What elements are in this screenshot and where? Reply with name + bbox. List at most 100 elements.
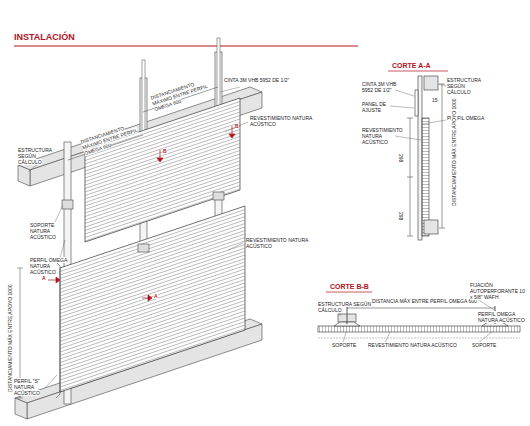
callout-label: PERFIL OMEGA NATURA ACÚSTICO (30, 258, 70, 275)
slat-line (60, 252, 245, 314)
callout-label: ESTRUCTURA SEGÚN CÁLCULO (318, 302, 378, 314)
callout-label: DISTANCIAMIENTO MÁX ENTRE APOYO 1000 (8, 284, 14, 392)
label-text: PERFIL OMEGA NATURA ACÚSTICO (478, 311, 525, 323)
label-text: SOPORTE (332, 342, 356, 348)
label-text: SOPORTE NATURA ACÚSTICO (30, 222, 56, 240)
panel-slats (60, 102, 245, 391)
callout-label: REVESTIMIENTO NATURA ACÚSTICO (368, 343, 458, 349)
label-text: ESTRUCTURA SEGÚN CÁLCULO (318, 301, 371, 313)
slat-line (60, 213, 245, 275)
slat-line (60, 280, 245, 342)
slat-line (60, 220, 245, 282)
slat-line (60, 241, 245, 303)
label-text: REVESTIMIENTO NATURA ACÚSTICO (362, 127, 403, 145)
slat-line (60, 315, 245, 377)
callout-label: ESTRUCTURA SEGÚN CÁLCULO (447, 78, 487, 95)
slat-line (85, 158, 240, 210)
label-text: 298 (398, 154, 404, 162)
slat-line (60, 318, 245, 380)
label-text: B (163, 148, 167, 154)
callout-label: CINTA 3M VHB 5952 DE 1/2" (362, 82, 402, 94)
slat-line (60, 234, 245, 296)
slat-line (60, 217, 245, 279)
section-rule (388, 71, 448, 72)
label-text: DISTANCIAMIENTO MÁX ENTRE APOYO 1000 (7, 284, 13, 392)
callout-label: REVESTIMIENTO NATURA ACÚSTICO (250, 116, 320, 128)
slat-line (60, 329, 245, 391)
callout-label: FIJACIÓN AUTOPERFORANTE 10 x 5/8" WAFH (470, 283, 526, 300)
slat-line (60, 308, 245, 370)
section-rule (326, 292, 372, 293)
label-text: CINTA 3M VHB 5952 DE 1/2" (362, 81, 396, 93)
section-title: CORTE A-A (392, 62, 452, 70)
section-marker: A (42, 276, 52, 282)
label-text: PANEL DE AJUSTE (362, 101, 386, 113)
label-text: CORTE B-B (330, 283, 369, 290)
slat-line (60, 259, 245, 321)
slat-line (60, 273, 245, 335)
slat-line (60, 294, 245, 356)
slat-line (60, 297, 245, 359)
slat-line (60, 287, 245, 349)
acoustic-panels (60, 98, 245, 392)
title-rule (14, 46, 358, 47)
label-text: A (42, 275, 46, 281)
label-text: SOPORTE (472, 342, 496, 348)
label-text: ESTRUCTURA SEGÚN CÁLCULO (447, 77, 481, 95)
slat-line (85, 172, 240, 224)
slat-line (60, 301, 245, 363)
structure-beams (15, 87, 262, 419)
label-text: 298 (398, 212, 404, 220)
section-marker: B (163, 149, 173, 155)
slat-line (60, 224, 245, 286)
callout-label: SOPORTE NATURA ACÚSTICO (30, 223, 64, 240)
callout-label: REVESTIMIENTO NATURA ACÚSTICO (246, 238, 316, 250)
slat-line (60, 248, 245, 310)
label-text: CINTA 3M VHB 5952 DE 1/2" (224, 77, 289, 83)
label-text: CORTE A-A (392, 62, 431, 69)
callout-label: DISTANCIAMIENTO MÁX ENTRE APOYO 1000 (452, 98, 458, 206)
callout-label: PERFIL OMEGA NATURA ACÚSTICO (478, 312, 526, 324)
slat-line (60, 276, 245, 338)
label-text: A (154, 293, 158, 299)
label-text: REVESTIMIENTO NATURA ACÚSTICO (250, 115, 312, 127)
leader-lines (28, 87, 248, 388)
label-text: REVESTIMIENTO NATURA ACÚSTICO (246, 237, 308, 249)
drawing-title: INSTALACIÓN (14, 32, 75, 42)
callout-label: REVESTIMIENTO NATURA ACÚSTICO (362, 128, 406, 145)
slat-line (60, 262, 245, 324)
slat-line (85, 165, 240, 217)
callout-label: ESTRUCTURA SEGÚN CÁLCULO (18, 148, 58, 165)
slat-line (85, 151, 240, 203)
label-text: B (235, 123, 239, 129)
section-marker: A (154, 294, 164, 300)
callout-label: SOPORTE (472, 343, 502, 349)
slat-line (85, 144, 240, 196)
slat-line (60, 210, 245, 272)
label-text: FIJACIÓN AUTOPERFORANTE 10 x 5/8" WAFH (470, 282, 525, 300)
callout-label: SOPORTE (332, 343, 362, 349)
slat-line (60, 290, 245, 352)
callout-label: CINTA 3M VHB 5952 DE 1/2" (224, 78, 304, 84)
label-text: 15 (432, 97, 438, 103)
label-text: PERFIL "S" NATURA ACÚSTICO (14, 378, 40, 396)
callout-label: 298 (397, 154, 403, 174)
slat-line (60, 238, 245, 300)
section-marker: B (235, 124, 245, 130)
callout-label: DISTANCIA MÁX ENTRE PERFIL OMEGA 600 (372, 299, 482, 305)
section-a (407, 76, 445, 240)
callout-label: PANEL DE AJUSTE (362, 102, 402, 114)
supports (56, 192, 224, 398)
slat-line (60, 266, 245, 328)
callout-label: PERFIL "S" NATURA ACÚSTICO (14, 379, 54, 396)
slat-line (60, 269, 245, 331)
slat-line (85, 161, 240, 213)
slat-line (60, 227, 245, 289)
slat-line (60, 322, 245, 384)
slat-line (60, 245, 245, 307)
slat-line (60, 325, 245, 387)
callout-label: 15 (432, 98, 442, 104)
section-markers (48, 126, 235, 301)
label-text: ESTRUCTURA SEGÚN CÁLCULO (18, 147, 52, 165)
